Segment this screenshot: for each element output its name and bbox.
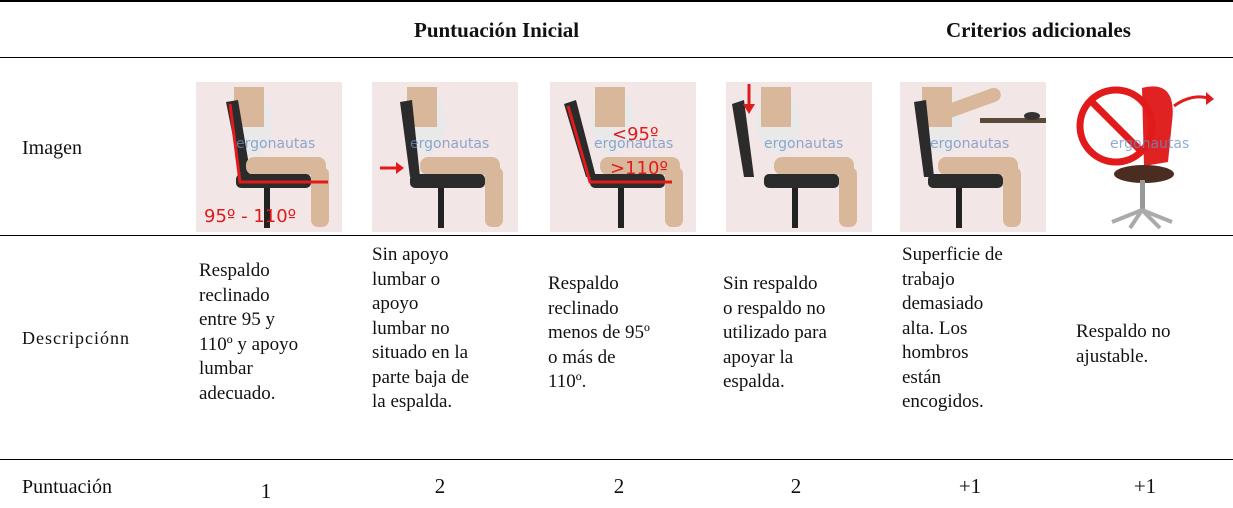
header-additional-criteria: Criterios adicionales bbox=[946, 18, 1131, 42]
watermark-6: ergonautas bbox=[1110, 136, 1189, 152]
row-label-description: Descripciónn bbox=[22, 328, 130, 348]
score-6: +1 bbox=[1133, 474, 1157, 498]
score-3: 2 bbox=[613, 474, 625, 498]
angle-label-1: 95º - 110º bbox=[204, 206, 296, 227]
chair-image-2: ergonautas bbox=[372, 82, 518, 232]
description-row-rule bbox=[0, 459, 1233, 460]
image-row-rule bbox=[0, 235, 1233, 236]
score-5: +1 bbox=[958, 474, 982, 498]
header-initial-score: Puntuación Inicial bbox=[414, 18, 580, 42]
angle-label-3-top: <95º bbox=[612, 124, 658, 145]
watermark-4: ergonautas bbox=[764, 136, 843, 152]
row-label-image: Imagen bbox=[22, 137, 82, 159]
score-4: 2 bbox=[790, 474, 802, 498]
score-2: 2 bbox=[434, 474, 446, 498]
header-rule bbox=[0, 57, 1233, 58]
watermark-1: ergonautas bbox=[236, 136, 315, 152]
watermark-3: ergonautas bbox=[594, 136, 673, 152]
angle-label-3-bottom: >110º bbox=[610, 158, 668, 179]
chair-image-6: ergonautas bbox=[1072, 82, 1218, 232]
score-1: 1 bbox=[260, 479, 272, 503]
chair-image-1: ergonautas 95º - 110º bbox=[196, 82, 342, 232]
chair-image-3: ergonautas <95º >110º bbox=[550, 82, 696, 232]
watermark-2: ergonautas bbox=[410, 136, 489, 152]
chair-image-5: ergonautas bbox=[900, 82, 1046, 232]
watermark-5: ergonautas bbox=[930, 136, 1009, 152]
chair-image-4: ergonautas bbox=[726, 82, 872, 232]
table-top-rule bbox=[0, 0, 1233, 2]
row-label-score: Puntuación bbox=[22, 476, 112, 498]
